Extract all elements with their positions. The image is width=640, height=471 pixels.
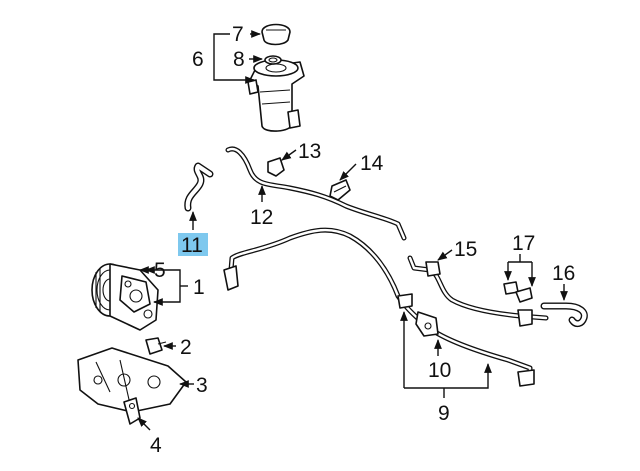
callout-1-bracket xyxy=(145,266,188,306)
callout-12[interactable]: 12 xyxy=(250,206,273,229)
callout-4[interactable]: 4 xyxy=(150,434,162,457)
callout-15-leader xyxy=(437,249,453,261)
callout-9-bracket xyxy=(400,311,492,398)
return-tube-fitting[interactable] xyxy=(425,261,533,327)
reservoir-tank[interactable] xyxy=(247,59,305,132)
hose-bracket[interactable] xyxy=(329,179,351,201)
power-steering-pump[interactable] xyxy=(91,263,159,331)
suction-hose[interactable] xyxy=(184,162,214,212)
callout-6[interactable]: 6 xyxy=(192,48,204,71)
callout-14[interactable]: 14 xyxy=(360,152,384,175)
callout-10[interactable]: 10 xyxy=(428,359,451,382)
pressure-hose-fitting[interactable] xyxy=(223,265,535,387)
pump-pulley[interactable] xyxy=(95,268,101,312)
callout-7[interactable]: 7 xyxy=(232,23,244,46)
callout-16[interactable]: 16 xyxy=(552,262,575,285)
callout-13-leader xyxy=(281,149,297,161)
hose-clip[interactable] xyxy=(267,157,285,177)
tube-clamp-set[interactable] xyxy=(503,281,533,303)
callout-17-bracket xyxy=(504,254,536,287)
callout-4-leader xyxy=(137,417,151,431)
callout-14-leader xyxy=(339,163,357,181)
reservoir-strainer-ring[interactable] xyxy=(264,55,282,65)
pressure-line-bracket[interactable] xyxy=(415,311,439,337)
reservoir-cap[interactable] xyxy=(261,23,291,46)
mounting-bolt[interactable] xyxy=(145,337,167,355)
reservoir-hose[interactable] xyxy=(540,302,588,328)
callout-13[interactable]: 13 xyxy=(298,140,321,163)
pressure-hose[interactable] xyxy=(227,227,533,383)
callout-9[interactable]: 9 xyxy=(438,402,450,425)
callout-5[interactable]: 5 xyxy=(154,259,166,282)
callout-2[interactable]: 2 xyxy=(180,336,192,359)
callout-8[interactable]: 8 xyxy=(233,48,245,71)
callout-11[interactable]: 11 xyxy=(181,234,203,257)
callout-17[interactable]: 17 xyxy=(512,232,535,255)
return-hose[interactable] xyxy=(225,146,407,241)
pump-mounting-bracket[interactable] xyxy=(77,347,187,413)
callout-3[interactable]: 3 xyxy=(196,374,208,397)
callout-6-bracket xyxy=(213,30,263,84)
callout-15[interactable]: 15 xyxy=(454,238,477,261)
callout-1[interactable]: 1 xyxy=(193,276,205,299)
callout-11-highlight xyxy=(178,233,208,256)
